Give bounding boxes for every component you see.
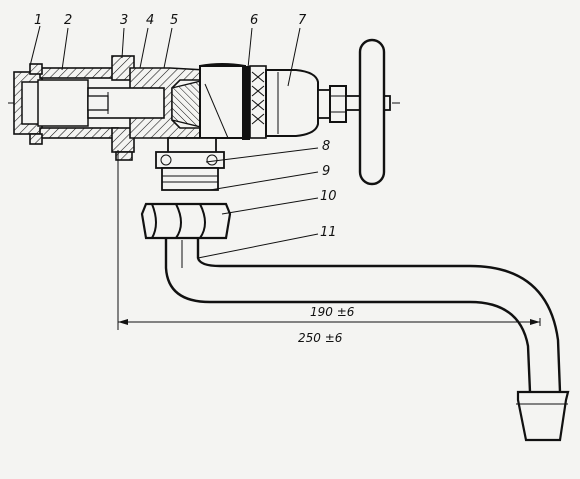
dimension-inner: 190 ±6 [310,305,355,319]
spout-pipe [164,238,562,393]
callout-6: 6 [250,13,258,28]
handwheel [358,38,386,186]
callout-4: 4 [146,13,154,28]
callout-11: 11 [320,225,337,240]
spout-nut [140,202,232,240]
nozzle [516,390,570,442]
callout-10: 10 [320,189,337,204]
gasket [242,66,250,140]
callout-5: 5 [170,13,178,28]
dimension-lines [117,150,541,330]
inlet-coupling [13,63,119,145]
callout-1: 1 [34,13,42,28]
callout-8: 8 [322,139,330,154]
callout-2: 2 [64,13,72,28]
callout-9: 9 [322,164,330,179]
callout-3: 3 [120,13,128,28]
leader-lines [29,25,319,259]
callout-7: 7 [298,13,307,28]
valve-housing [199,63,246,139]
outlet-stem [155,137,225,191]
dimension-outer: 250 ±6 [298,331,343,345]
union-nut [111,55,135,161]
